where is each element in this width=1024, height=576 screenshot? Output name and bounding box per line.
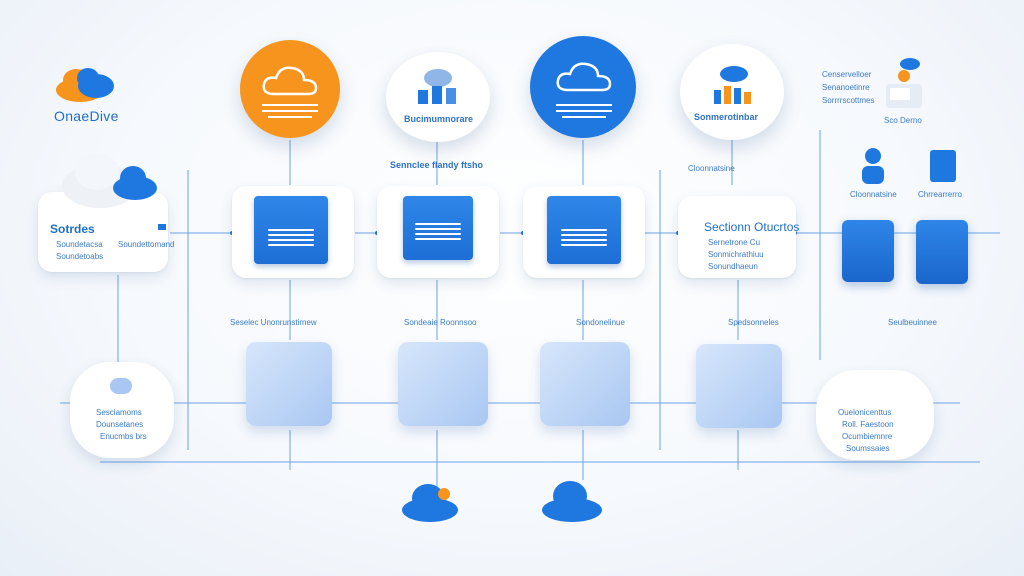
source-line: Soundetacsa xyxy=(56,240,103,249)
br-line: Ouelonicenttus xyxy=(838,408,892,417)
storage-box-2[interactable] xyxy=(398,342,488,426)
bottom-cloud-icon xyxy=(538,478,608,529)
source-tag: Soundettomand xyxy=(118,240,175,249)
mid-caption: Sondonelinue xyxy=(576,318,625,327)
upload-bubble[interactable] xyxy=(240,40,340,138)
top-right-label: Sco Derno xyxy=(884,116,922,125)
storage-box-4[interactable] xyxy=(696,344,782,428)
source-title: Sotrdes xyxy=(50,222,95,236)
right-label-right: Chrrearrerro xyxy=(918,190,963,199)
top-right-line: Senanoetinre xyxy=(822,83,870,92)
tile-left[interactable] xyxy=(842,220,894,282)
document-card-3[interactable] xyxy=(523,186,645,278)
cloud-badge-icon xyxy=(110,378,132,394)
document-card-2[interactable] xyxy=(377,186,499,278)
stage4-caption: Cloonnatsine xyxy=(688,164,735,173)
top-right-line: Censervelloer xyxy=(822,70,872,79)
mid-caption: Seulbeuinnee xyxy=(888,318,937,327)
br-line: Ocumbiemnre xyxy=(842,432,893,441)
section-title: Sectionn Otucrtos xyxy=(704,220,800,234)
tile-right[interactable] xyxy=(916,220,968,284)
stage2-label: Bucimumnorare xyxy=(404,114,474,124)
bottom-right-cloud[interactable]: Ouelonicenttus Roll. Faestoon Ocumbiemnr… xyxy=(816,370,934,460)
bl-line: Sesciamoms xyxy=(96,408,142,417)
br-line: Roll. Faestoon xyxy=(842,420,894,429)
document-card-1[interactable] xyxy=(232,186,354,278)
stage5-label: Sonmerotinbar xyxy=(694,112,759,122)
section-card[interactable]: Sectionn Otucrtos Sernetrone Cu Sonmichr… xyxy=(678,196,800,278)
mid-caption: Sondeaie Roonnsoo xyxy=(404,318,477,327)
top-right-line: Sorrrrscottmes xyxy=(822,96,875,105)
right-label-left: Cloonnatsine xyxy=(850,190,897,199)
document-icon xyxy=(254,196,328,264)
device-icon xyxy=(884,56,924,110)
mid-caption: Seselec Unonrunstirnew xyxy=(230,318,317,327)
logo-text: OnaeDive xyxy=(54,108,119,124)
bar-chart-icon xyxy=(714,66,751,104)
bottom-cloud-icon xyxy=(400,480,470,529)
bottom-left-cloud[interactable]: Sesciamoms Dounsetanes Enucmbs brs xyxy=(70,362,174,458)
bl-line: Enucmbs brs xyxy=(100,432,147,441)
source-line: Soundetoabs xyxy=(56,252,104,261)
user-icon xyxy=(858,146,888,191)
br-line: Soumssaies xyxy=(846,444,890,453)
top-right-text: Censervelloer Senanoetinre Sorrrrscottme… xyxy=(822,70,874,105)
onedrive-logo-icon xyxy=(50,64,120,109)
cloud-icon xyxy=(262,66,318,96)
mid-caption: Spedsonneles xyxy=(728,318,779,327)
sync-bubble[interactable] xyxy=(530,36,636,138)
document-icon xyxy=(547,196,621,264)
section-line: Sonmichrathiuu xyxy=(708,250,764,259)
source-marker xyxy=(158,224,166,230)
section-line: Sernetrone Cu xyxy=(708,238,761,247)
bl-line: Dounsetanes xyxy=(96,420,144,429)
cloud-icon xyxy=(556,62,612,92)
section-line: Sonundhaeun xyxy=(708,262,758,271)
analytics-bubble[interactable]: Sonmerotinbar xyxy=(680,44,784,140)
stage1-caption: Sennclee flandy ftsho xyxy=(390,160,484,170)
storage-box-1[interactable] xyxy=(246,342,332,426)
file-icon xyxy=(930,150,956,182)
cloud-storage-icon xyxy=(418,69,456,104)
storage-bubble[interactable]: Bucimumnorare xyxy=(386,52,490,142)
storage-box-3[interactable] xyxy=(540,342,630,426)
source-cloud-icon xyxy=(55,150,165,215)
document-icon xyxy=(403,196,473,260)
